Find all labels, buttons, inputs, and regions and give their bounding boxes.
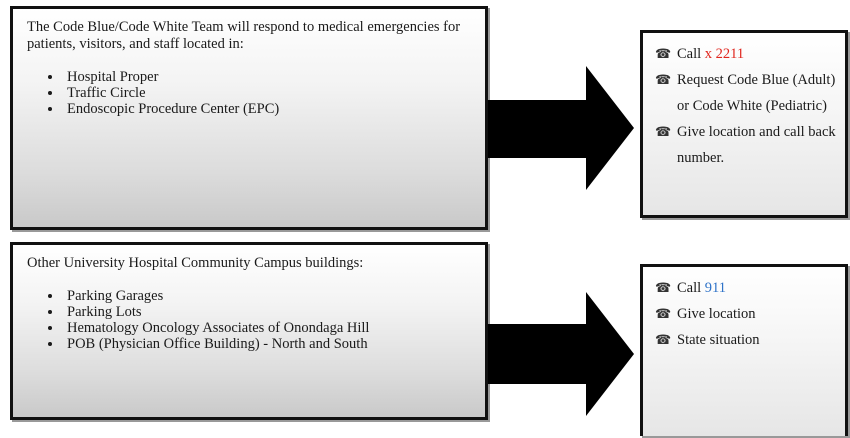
location-list: Hospital Proper Traffic Circle Endoscopi… [13, 69, 485, 117]
list-item: ☎ Request Code Blue (Adult) or Code Whit… [655, 67, 845, 119]
list-item: ☎ Give location [655, 301, 845, 327]
phone-icon: ☎ [655, 124, 672, 139]
box-intro-text: The Code Blue/Code White Team will respo… [27, 19, 461, 52]
call-label: Call [677, 46, 705, 62]
list-item: Hospital Proper [63, 69, 485, 85]
box-intro-text: Other University Hospital Community Camp… [27, 255, 364, 271]
phone-icon: ☎ [655, 72, 672, 87]
emergency-number: x 2211 [704, 46, 745, 62]
outside-emergency-actions-box: ☎ Call 911 ☎ Give location ☎ State situa… [640, 264, 848, 436]
phone-icon: ☎ [655, 332, 672, 347]
give-location-text: Give location [677, 306, 756, 322]
list-item: ☎ Call x 2211 [655, 41, 845, 67]
right-arrow-icon [488, 66, 634, 190]
phone-icon: ☎ [655, 280, 672, 295]
action-list: ☎ Call x 2211 ☎ Request Code Blue (Adult… [655, 41, 845, 171]
state-situation-text: State situation [677, 332, 760, 348]
code-blue-actions-box: ☎ Call x 2211 ☎ Request Code Blue (Adult… [640, 30, 848, 218]
list-item: Hematology Oncology Associates of Ononda… [63, 320, 485, 336]
list-item: ☎ Call 911 [655, 275, 845, 301]
phone-icon: ☎ [655, 306, 672, 321]
list-item: Endoscopic Procedure Center (EPC) [63, 101, 485, 117]
outside-number: 911 [704, 280, 727, 296]
list-item: Traffic Circle [63, 85, 485, 101]
request-code-text: Request Code Blue (Adult) or Code White … [677, 72, 836, 114]
list-item: ☎ State situation [655, 327, 845, 353]
right-arrow-icon [488, 292, 634, 416]
list-item: Parking Garages [63, 288, 485, 304]
phone-icon: ☎ [655, 46, 672, 61]
other-buildings-box: Other University Hospital Community Camp… [10, 242, 488, 420]
call-label: Call [677, 280, 705, 296]
list-item: ☎ Give location and call back number. [655, 119, 845, 171]
list-item: POB (Physician Office Building) - North … [63, 336, 485, 352]
list-item: Parking Lots [63, 304, 485, 320]
give-location-text: Give location and call back number. [677, 124, 836, 166]
location-list: Parking Garages Parking Lots Hematology … [13, 288, 485, 352]
campus-locations-box: The Code Blue/Code White Team will respo… [10, 6, 488, 230]
action-list: ☎ Call 911 ☎ Give location ☎ State situa… [655, 275, 845, 353]
